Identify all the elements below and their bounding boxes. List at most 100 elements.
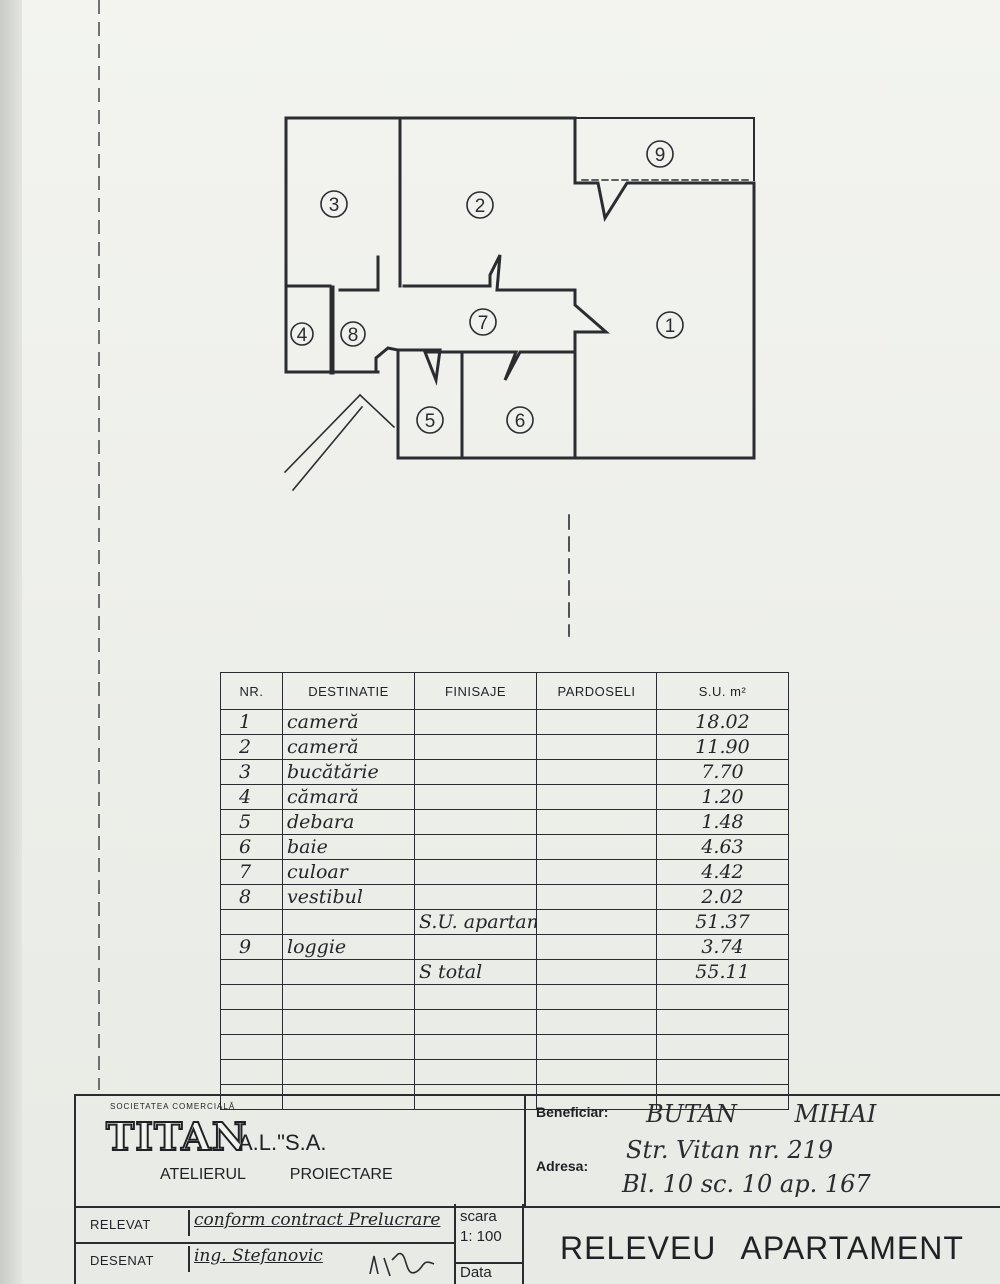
column-header-pardoseli: PARDOSELI bbox=[536, 672, 657, 710]
cell-pardoseli bbox=[536, 1084, 657, 1110]
adresa-line-1: Str. Vitan nr. 219 bbox=[626, 1136, 834, 1164]
cell-finisaje bbox=[414, 809, 537, 835]
cell-finisaje bbox=[414, 859, 537, 885]
cell-nr: 4 bbox=[220, 784, 283, 810]
room-marker-6 bbox=[506, 406, 534, 434]
cell-pardoseli bbox=[536, 909, 657, 935]
desenat-row: DESENAT ing. Stefanovic bbox=[76, 1242, 456, 1278]
cell-destinatie bbox=[282, 909, 415, 935]
cell-area: 7.70 bbox=[656, 759, 789, 785]
relevat-value: conform contract Prelucrare bbox=[188, 1210, 458, 1236]
column-header-nr: NR. bbox=[220, 672, 283, 710]
cell-pardoseli bbox=[536, 884, 657, 910]
cell-destinatie bbox=[282, 984, 415, 1010]
table-header-row: NR. DESTINATIE FINISAJE PARDOSELI S.U. m… bbox=[220, 672, 789, 710]
adresa-label: Adresa: bbox=[536, 1158, 589, 1174]
room-number: 1 bbox=[665, 316, 676, 337]
company-type-label: SOCIETATEA COMERCIALĂ bbox=[110, 1102, 236, 1111]
cell-area: 4.63 bbox=[656, 834, 789, 860]
room-marker-3 bbox=[320, 190, 348, 218]
cell-nr: 7 bbox=[220, 859, 283, 885]
cell-area: 1.48 bbox=[656, 809, 789, 835]
cell-pardoseli bbox=[536, 959, 657, 985]
cell-nr bbox=[220, 959, 283, 985]
cell-destinatie: loggie bbox=[282, 934, 415, 960]
cell-nr bbox=[220, 984, 283, 1010]
data-label: Data bbox=[456, 1262, 522, 1281]
room-number: 7 bbox=[478, 313, 489, 334]
cell-pardoseli bbox=[536, 1009, 657, 1035]
cell-nr: 2 bbox=[220, 734, 283, 760]
cell-pardoseli bbox=[536, 709, 657, 735]
company-suffix: A.L."S.A. bbox=[238, 1130, 327, 1155]
cell-finisaje bbox=[414, 784, 537, 810]
cell-pardoseli bbox=[536, 1059, 657, 1085]
scara-value: 1: 100 bbox=[460, 1228, 502, 1245]
floor-plan: 1 2 3 4 5 6 7 8 9 bbox=[283, 116, 756, 637]
titan-logo: TITAN bbox=[105, 1113, 248, 1160]
cell-finisaje: S total bbox=[414, 959, 537, 985]
room-marker-7 bbox=[469, 308, 497, 336]
desenat-value: ing. Stefanovic bbox=[188, 1246, 458, 1272]
signature-rows: RELEVAT conform contract Prelucrare DESE… bbox=[74, 1204, 456, 1284]
cell-destinatie bbox=[282, 1059, 415, 1085]
cell-area: 55.11 bbox=[656, 959, 789, 985]
cell-area: 51.37 bbox=[656, 909, 789, 935]
column-header-area: S.U. m² bbox=[656, 672, 789, 710]
cell-nr: 3 bbox=[220, 759, 283, 785]
beneficiar-value: BUTAN MIHAI bbox=[646, 1100, 877, 1128]
cell-finisaje bbox=[414, 1059, 537, 1085]
room-number: 4 bbox=[297, 325, 308, 346]
cell-destinatie: cameră bbox=[282, 734, 415, 760]
cell-area bbox=[656, 1009, 789, 1035]
cell-nr: 1 bbox=[220, 709, 283, 735]
table-row bbox=[220, 1084, 789, 1110]
cell-destinatie: baie bbox=[282, 834, 415, 860]
cell-finisaje bbox=[414, 1009, 537, 1035]
room-schedule-table: NR. DESTINATIE FINISAJE PARDOSELI S.U. m… bbox=[220, 672, 789, 1110]
room-marker-4 bbox=[290, 322, 314, 346]
client-block: Beneficiar: BUTAN MIHAI Adresa: Str. Vit… bbox=[524, 1094, 1000, 1208]
room-number: 8 bbox=[348, 325, 359, 346]
table-row bbox=[220, 1059, 789, 1085]
cell-nr: 8 bbox=[220, 884, 283, 910]
cell-area: 18.02 bbox=[656, 709, 789, 735]
room-marker-5 bbox=[416, 406, 444, 434]
room-marker-8 bbox=[340, 321, 366, 347]
cell-destinatie: debara bbox=[282, 809, 415, 835]
cell-area bbox=[656, 984, 789, 1010]
room-marker-2 bbox=[466, 191, 494, 219]
cell-pardoseli bbox=[536, 809, 657, 835]
signature-mark bbox=[369, 1253, 435, 1277]
cell-finisaje bbox=[414, 1034, 537, 1060]
table-row bbox=[220, 984, 789, 1010]
cell-finisaje bbox=[414, 709, 537, 735]
cell-destinatie bbox=[282, 959, 415, 985]
cell-pardoseli bbox=[536, 859, 657, 885]
cell-finisaje bbox=[414, 834, 537, 860]
column-header-destinatie: DESTINATIE bbox=[282, 672, 415, 710]
room-number: 9 bbox=[655, 145, 666, 166]
cell-pardoseli bbox=[536, 834, 657, 860]
cell-destinatie bbox=[282, 1034, 415, 1060]
cell-destinatie: cameră bbox=[282, 709, 415, 735]
cell-nr bbox=[220, 909, 283, 935]
table-row bbox=[220, 1009, 789, 1035]
scale-box: scara 1: 100 Data bbox=[454, 1204, 524, 1284]
desenat-label: DESENAT bbox=[90, 1253, 154, 1268]
cell-destinatie: cămară bbox=[282, 784, 415, 810]
cell-pardoseli bbox=[536, 984, 657, 1010]
cell-pardoseli bbox=[536, 759, 657, 785]
room-marker-9 bbox=[646, 140, 674, 168]
page-edge-shadow bbox=[0, 0, 22, 1284]
cell-finisaje bbox=[414, 759, 537, 785]
relevat-row: RELEVAT conform contract Prelucrare bbox=[76, 1206, 456, 1244]
cell-area: 3.74 bbox=[656, 934, 789, 960]
